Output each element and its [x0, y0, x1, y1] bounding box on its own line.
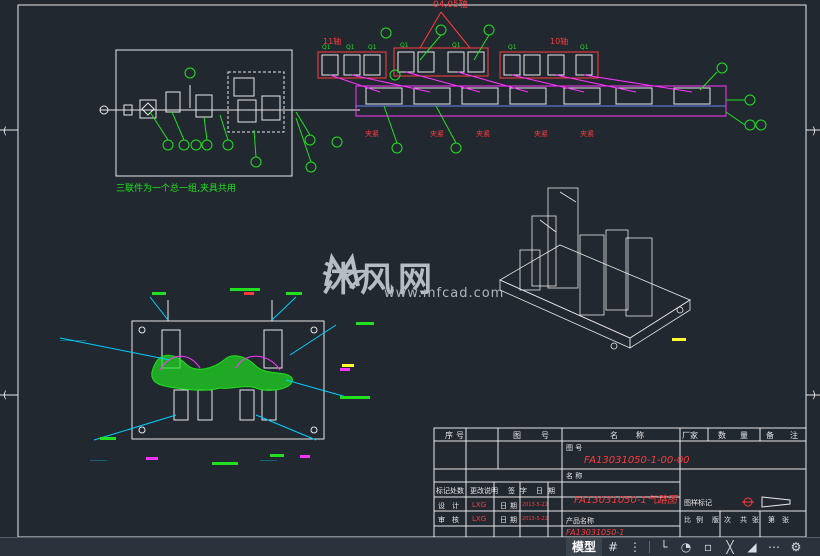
tb-row2-f: 2013-5-22 [522, 516, 548, 522]
axis-11-note: 11轴 [323, 36, 341, 46]
tb-row2-e: 期 [510, 516, 517, 524]
tb-head-maker: 厂家 [682, 431, 698, 440]
tb-row1-b: 计 [452, 502, 459, 510]
note-left: 三联件为一个总一组,夹具共用 [116, 182, 236, 194]
frl-unit-box [115, 49, 293, 177]
lineweight-icon[interactable]: ╳ [726, 540, 734, 554]
svg-text:夹紧: 夹紧 [430, 129, 444, 138]
status-bar: 模型 # ⋮ └ ◔ ▫ ╳ ◢ ⋯ ⚙ [0, 537, 820, 556]
fixture-plan-view [131, 300, 325, 440]
tb-name-label: 名 称 [566, 472, 583, 480]
fixture-3d-view [499, 187, 691, 350]
svg-text:): ) [812, 390, 816, 401]
tb-head-num: 号 [456, 431, 464, 440]
part-profile [151, 354, 293, 391]
polar-icon[interactable]: ◔ [680, 540, 692, 554]
separator [649, 541, 651, 553]
tb-row0-d: 签 [508, 487, 515, 495]
grid-icon[interactable]: # [607, 540, 619, 554]
snap-icon[interactable]: ⋮ [629, 540, 642, 554]
tb-row0-a: 标记 [436, 487, 450, 495]
svg-text:───────: ─────── [259, 458, 277, 463]
valve-tag-2: Q1 [346, 44, 355, 51]
valve-tag-7: Q1 [580, 44, 589, 51]
tb-row0-f: 日 [536, 487, 543, 495]
tb-bottom-0: 比 [684, 516, 691, 524]
valve-tag-5: Q1 [452, 42, 461, 49]
axis-10-note: 10轴 [550, 36, 568, 46]
title-block [433, 427, 807, 537]
tb-row1-e: 期 [510, 502, 517, 510]
tb-row1-d: 日 [500, 502, 507, 510]
tb-row0-g: 期 [548, 487, 555, 495]
tb-row0-c: 更改说明 [470, 487, 498, 495]
svg-text:夹紧: 夹紧 [365, 129, 379, 138]
valve-tag-4: Q1 [400, 42, 409, 49]
svg-text:───────────: ─────────── [59, 338, 87, 343]
ortho-icon[interactable]: └ [660, 540, 668, 554]
svg-text:(: ( [3, 126, 7, 137]
workspace-icon[interactable]: ◢ [747, 540, 757, 554]
svg-text:): ) [812, 126, 816, 137]
top-note: 04,05轴 [433, 0, 468, 10]
manifold-outline [355, 85, 727, 117]
tb-drawing-no: FA13031050-1-00-00 [584, 455, 690, 466]
tb-row0-e: 字 [520, 487, 527, 495]
annotation-icon[interactable]: ⋯ [768, 540, 781, 554]
tb-head-seq: 序 [445, 431, 453, 440]
svg-text:夹紧: 夹紧 [476, 129, 490, 138]
tb-head-qty2: 量 [740, 431, 748, 440]
tb-head-remark: 备 [766, 431, 774, 440]
tb-bottom-6: 第 [768, 516, 775, 524]
tb-product-no: FA13031050-1 [566, 528, 625, 537]
tb-row2-b: 核 [452, 516, 459, 524]
tb-head-drawing: 图 [513, 431, 521, 440]
tb-name: FA13031050-1气路图 [574, 495, 677, 506]
tb-head-name: 名 [610, 431, 618, 440]
tb-bottom-3: 次 [724, 516, 731, 524]
tb-bottom-2: 版 [712, 516, 719, 524]
tb-bottom-5: 张 [752, 516, 759, 524]
svg-text:夹紧: 夹紧 [534, 129, 548, 138]
tb-product-label: 产品名称 [566, 517, 594, 525]
tb-head-name2: 称 [636, 431, 644, 440]
tb-drawing-no-label: 图 号 [566, 444, 583, 452]
tb-row1-f: 2013-5-22 [522, 502, 548, 508]
tb-bottom-4: 共 [740, 516, 747, 524]
drawing-canvas[interactable]: ( ) ( ) 三联件为一个总一组,夹具共用 夹紧 夹紧 夹紧 [0, 0, 820, 537]
tb-row2-d: 日 [500, 516, 507, 524]
svg-text:(: ( [3, 390, 7, 401]
tb-projection-label: 图样标记 [684, 499, 712, 507]
tb-row2-a: 审 [438, 516, 445, 524]
tb-row2-c: LXG [472, 515, 487, 523]
tb-row1-a: 设 [438, 502, 445, 510]
tb-row1-c: LXG [472, 501, 487, 509]
settings-icon[interactable]: ⚙ [790, 540, 802, 554]
valve-tag-3: Q1 [368, 44, 377, 51]
valve-tag-6: Q1 [508, 44, 517, 51]
tb-bottom-1: 例 [696, 516, 703, 524]
drawing-frame [17, 4, 807, 537]
cad-drawing: ( ) ( ) 三联件为一个总一组,夹具共用 夹紧 夹紧 夹紧 [0, 0, 820, 537]
valve-tag-1: Q1 [322, 44, 331, 51]
tb-bottom-7: 张 [782, 516, 789, 524]
svg-text:夹紧: 夹紧 [580, 129, 594, 138]
tb-head-qty: 数 [718, 431, 726, 440]
osnap-icon[interactable]: ▫ [703, 540, 713, 554]
model-tab[interactable]: 模型 [566, 538, 603, 556]
tb-head-no: 号 [541, 431, 549, 440]
tb-row0-b: 处数 [450, 487, 464, 495]
tb-head-remark2: 注 [790, 431, 798, 440]
svg-text:───────: ─────── [89, 458, 107, 463]
